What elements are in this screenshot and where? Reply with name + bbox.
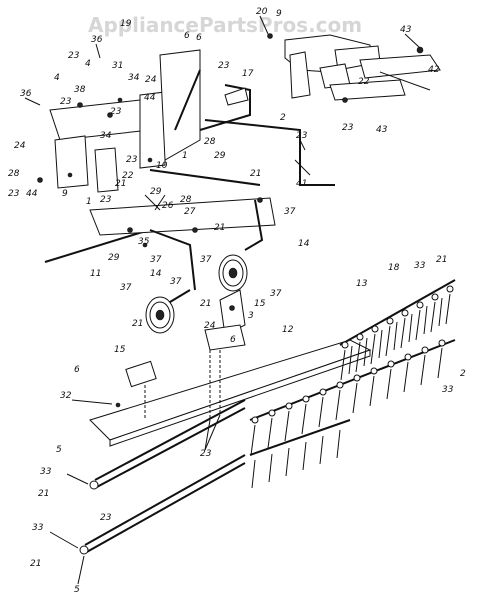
tine-rods [79,399,246,555]
callout-30-b: 29 [150,187,162,197]
callout-5-a: 5 [56,445,62,455]
callout-24-g: 23 [8,189,20,199]
callout-14-a: 14 [298,239,310,249]
callout-9-top: 9 [276,9,282,19]
callout-18: 19 [120,19,132,29]
callout-10: 10 [156,161,168,171]
callout-5-b: 5 [74,585,80,595]
callout-13: 13 [356,279,368,289]
callout-32-c: 33 [40,467,52,477]
callout-20: 21 [115,179,126,189]
callout-2-a: 2 [280,113,286,123]
callout-21-c: 21 [200,299,211,309]
callout-12: 12 [282,325,294,335]
mounting-bracket [204,289,246,351]
callout-24-i: 23 [200,449,212,459]
callout-37-c: 37 [200,255,212,265]
callout-16: 17 [242,69,254,79]
callout-14-b: 14 [150,269,162,279]
leader-lines [24,15,421,585]
callout-9-left: 9 [62,189,68,199]
callout-30-c: 29 [108,253,120,263]
callout-41: 42 [428,65,440,75]
callout-8: 6 [184,31,190,41]
callout-24-c: 23 [60,97,72,107]
callout-24-j: 23 [100,513,112,523]
callout-17: 18 [388,263,400,273]
callout-29-a: 28 [204,137,216,147]
callout-38: 38 [74,85,86,95]
callout-4-b: 4 [54,73,60,83]
callout-21-e: 21 [436,255,447,265]
callout-21-g: 21 [30,559,41,569]
callout-35: 35 [138,237,150,247]
callout-27: 27 [184,207,196,217]
callout-37-d: 37 [170,277,182,287]
callout-21-b: 21 [214,223,225,233]
callout-37-a: 37 [284,207,296,217]
callout-4-a: 4 [85,59,91,69]
callout-2-b: 2 [460,369,466,379]
callout-44-a: 44 [144,93,156,103]
callout-7: 6 [196,33,202,43]
callout-24-a: 23 [68,51,80,61]
callout-labels: 19 20 9 43 36 6 6 23 4 31 24 23 17 42 22… [8,7,466,595]
callout-33: 32 [60,391,72,401]
spring-tines-upper [339,279,456,381]
callout-30-a: 29 [214,151,226,161]
callout-36-b: 36 [20,89,32,99]
callout-34-b: 34 [100,131,112,141]
callout-25-a: 24 [145,75,157,85]
callout-25-b: 24 [14,141,26,151]
callout-28: 28 [180,195,192,205]
callout-44-b: 44 [26,189,38,199]
callout-24-h: 23 [100,195,112,205]
callout-37-f: 37 [120,283,132,293]
callout-23: 23 [296,131,308,141]
watermark-text: AppliancePartsPros.com [88,13,362,37]
callout-29-b: 28 [8,169,20,179]
callout-37-b: 37 [150,255,162,265]
callout-24-d: 23 [110,107,122,117]
callout-22-a: 22 [358,77,370,87]
callout-21-d: 21 [132,319,143,329]
callout-22-b: 22 [122,171,134,181]
callout-1-b: 1 [86,197,92,207]
callout-39: 41 [296,179,307,189]
callout-32-d: 33 [32,523,44,533]
callout-32-a: 33 [414,261,426,271]
wheel-right [218,254,248,292]
callout-34-a: 34 [128,73,140,83]
callout-24-f: 23 [126,155,138,165]
handle-rods [149,84,335,186]
callout-3: 3 [248,311,254,321]
callout-32-b: 33 [442,385,454,395]
callout-37-e: 37 [270,289,282,299]
callout-15-a: 15 [254,299,266,309]
callout-42: 43 [376,125,388,135]
spring-tines-lower [249,339,456,456]
callout-31: 31 [112,61,123,71]
callout-6-a: 6 [230,335,236,345]
callout-24-e: 23 [342,123,354,133]
callout-6-b: 6 [74,365,80,375]
wheel-left [145,296,175,334]
callout-26: 26 [162,201,174,211]
callout-21-a: 21 [250,169,261,179]
callout-11: 11 [90,269,101,279]
callout-21-f: 21 [38,489,49,499]
callout-36-a: 36 [91,35,103,45]
axle-assembly [44,194,276,306]
base-plate [89,339,372,447]
callout-15-b: 15 [114,345,126,355]
left-frame-bracket [37,49,201,193]
spring-tines-bottom [249,419,351,489]
callout-25-c: 24 [204,321,216,331]
upper-right-bracket-assembly [267,33,441,103]
callout-1-a: 1 [182,151,188,161]
callout-43: 43 [400,25,412,35]
callout-19: 20 [256,7,268,17]
callout-24-b: 23 [218,61,230,71]
